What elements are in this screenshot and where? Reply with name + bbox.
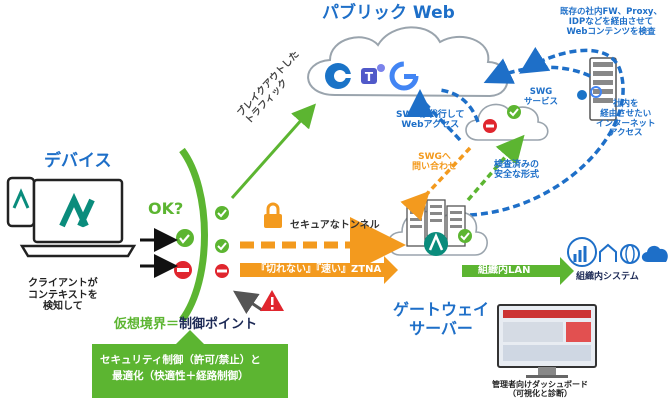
virtual-boundary-arc (174, 147, 229, 323)
device-arrows (140, 228, 263, 314)
swg-cloud (465, 103, 549, 141)
gateway-server (387, 199, 488, 256)
inspected-label: 検査済みの 安全な形式 (494, 160, 540, 181)
breakout-arrow (230, 103, 316, 199)
virtual-boundary-label: 仮想境界＝制御ポイント (114, 317, 258, 333)
ztna-arrow (240, 256, 398, 284)
teams-icon: T (361, 64, 385, 84)
cloud-icon (641, 245, 668, 262)
laptop-icon (19, 178, 137, 258)
security-control-box (92, 330, 288, 398)
home-icon (599, 243, 617, 262)
swg-inquiry-label: SWGへ 問い合わせ (412, 152, 458, 173)
swg-proxy-access-label: SWGが代行して Webアクセス (396, 110, 465, 131)
edge-icon (325, 63, 352, 89)
warning-icon (260, 290, 284, 311)
dashboard-label: 管理者向けダッシュボード （可視化と診断） (492, 380, 588, 399)
gateway-server-label: ゲートウェイ サーバー (393, 300, 490, 339)
on-prem-server (589, 57, 617, 121)
lock-icon (264, 202, 282, 228)
no-internal-label: 社内を 経由させたい インターネット アクセス (596, 99, 656, 139)
secure-tunnel-label: セキュアなトンネル (290, 220, 380, 231)
internal-lan-label: 組織内LAN (478, 265, 531, 276)
google-icon (389, 61, 419, 91)
swg-response-arrow (400, 134, 525, 221)
dashboard-screen (497, 304, 597, 378)
analytics-icon (567, 237, 597, 267)
security-control-text: セキュリティ制御（許可/禁止）と 最適化（快適性＋経路制御） (100, 354, 261, 383)
existing-fw-label: 既存の社内FW、Proxy、 IDPなどを経由させて Webコンテンツを検査 (560, 7, 662, 37)
virtual-boundary-part-a: 仮想境界＝ (114, 317, 180, 332)
svg-text:T: T (365, 70, 374, 84)
ok-label: OK? (148, 199, 184, 218)
public-web-title: パブリック Web (322, 3, 455, 23)
swg-service-label: SWG サービス (524, 87, 559, 107)
globe-icon (620, 244, 640, 264)
web-flow-lines (406, 46, 625, 217)
ztna-label: 『切れない』『速い』ZTNA (256, 264, 382, 275)
virtual-boundary-part-b: 制御ポイント (179, 317, 258, 332)
internal-lan-arrow (462, 257, 574, 285)
internal-system-label: 組織内システム (576, 272, 639, 282)
client-aware-label: クライアントが コンテキストを 検知して (28, 278, 98, 312)
device-title: デバイス (44, 151, 112, 171)
smartphone-icon (6, 176, 36, 228)
small-browser-icons (577, 86, 602, 100)
